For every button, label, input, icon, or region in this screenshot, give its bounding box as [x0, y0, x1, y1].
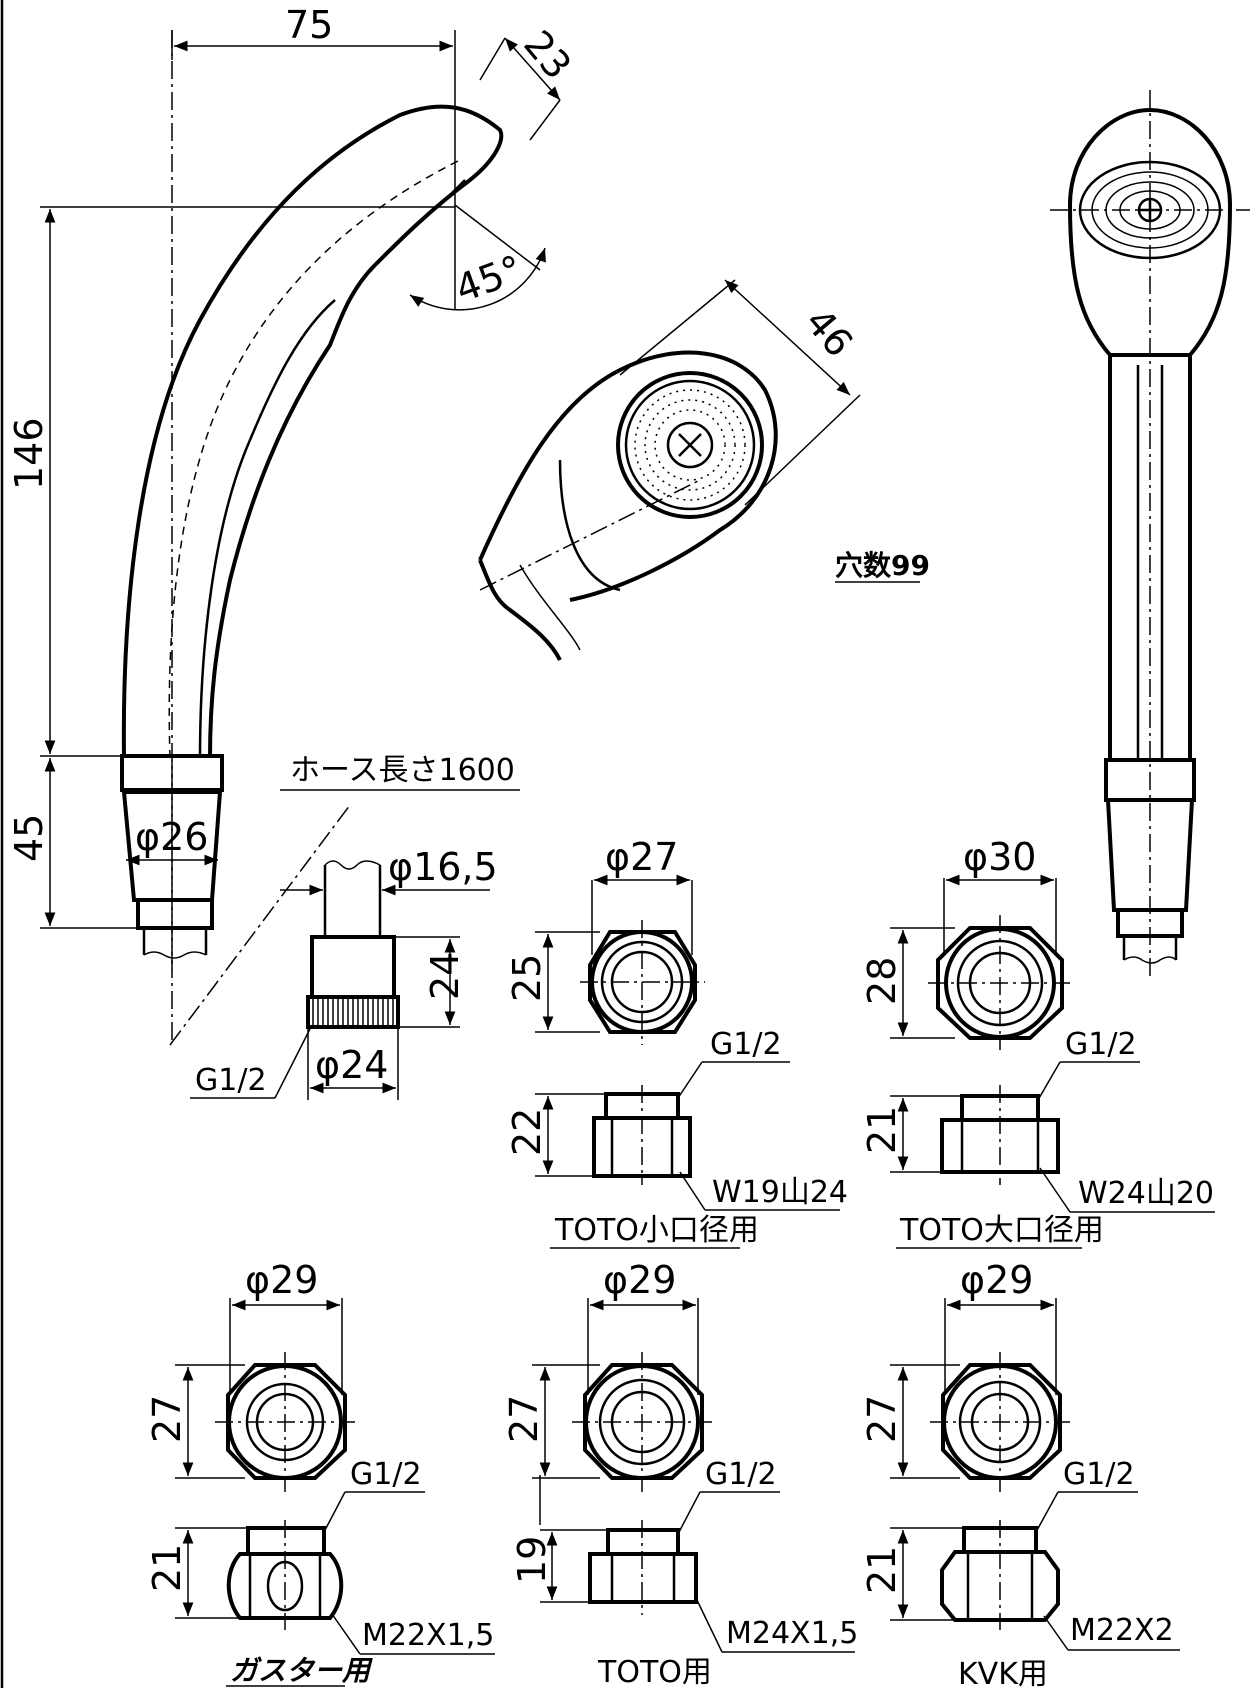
dim-24-label: 24	[423, 952, 467, 1000]
adapter-1-height-top: 25	[505, 954, 549, 1002]
dim-angle: 45°	[409, 204, 546, 311]
adapter-2-caption: TOTO大口径用	[899, 1213, 1104, 1248]
hose-length-note: ホース長さ1600	[280, 753, 520, 791]
adapter-2-height-top: 28	[860, 957, 904, 1005]
shower-side-view	[120, 30, 504, 1040]
dim-75-label: 75	[285, 3, 333, 47]
dim-body-length: 146	[7, 206, 455, 757]
adapter-5-caption: KVK用	[958, 1657, 1048, 1688]
adapter-toto-large: φ30 28 21 G1/2 W24山20 TOTO大口径用	[860, 835, 1215, 1249]
dim-head-depth: 23	[479, 22, 580, 141]
holes-note: 穴数99	[835, 549, 930, 583]
adapter-4-height-side: 19	[510, 1536, 554, 1584]
adapter-1-thread: G1/2	[710, 1027, 782, 1062]
adapter-4-dia: φ29	[603, 1258, 676, 1302]
dim-23-label: 23	[515, 22, 580, 87]
adapter-gastar: φ29 27 21 G1/2 M22X1,5 ガスター用	[145, 1258, 495, 1687]
adapter-3-height-top: 27	[145, 1395, 189, 1443]
adapter-2-dia: φ30	[963, 835, 1036, 879]
adapter-2-height-side: 21	[860, 1106, 904, 1154]
adapter-3-spec: M22X1,5	[362, 1618, 494, 1653]
dim-phi24-label: φ24	[315, 1043, 388, 1087]
dim-grip-dia: φ26	[126, 815, 218, 866]
adapter-1-dia: φ27	[605, 835, 678, 879]
adapter-5-height-side: 21	[860, 1546, 904, 1594]
dim-phi16-5-label: φ16,5	[388, 845, 498, 889]
adapter-5-spec: M22X2	[1070, 1613, 1174, 1648]
adapter-3-dia: φ29	[245, 1258, 318, 1302]
adapter-kvk: φ29 27 21 G1/2 M22X2 KVK用	[860, 1258, 1180, 1692]
adapter-1-spec: W19山24	[712, 1175, 848, 1210]
hose-nut-view: φ16,5 24 φ24 G1/2	[169, 804, 498, 1100]
adapter-toto-small: φ27 25 22 G1/2 W19山24 TOTO小口径用	[505, 835, 848, 1249]
nut-thread-label: G1/2	[195, 1063, 267, 1098]
adapter-5-thread: G1/2	[1063, 1457, 1135, 1492]
adapter-4-caption: TOTO用	[597, 1655, 712, 1688]
adapter-5-height-top: 27	[860, 1395, 904, 1443]
adapter-3-height-side: 21	[145, 1544, 189, 1592]
holes-count-label: 穴数99	[835, 549, 930, 582]
adapter-4-thread: G1/2	[705, 1457, 777, 1492]
adapter-2-thread: G1/2	[1065, 1027, 1137, 1062]
adapter-5-dia: φ29	[960, 1258, 1033, 1302]
adapter-1-caption: TOTO小口径用	[554, 1213, 759, 1248]
adapter-3-caption: ガスター用	[230, 1654, 373, 1687]
shower-front-view	[1050, 90, 1250, 980]
adapter-toto: φ29 27 19 G1/2 M24X1,5 TOTO用	[502, 1258, 858, 1690]
knurl-pattern	[312, 999, 394, 1025]
adapter-4-height-top: 27	[502, 1395, 546, 1443]
hose-length-label: ホース長さ1600	[290, 753, 515, 788]
dim-head-width: 75	[171, 3, 456, 205]
dim-grip-length: 45	[7, 758, 138, 929]
adapter-4-spec: M24X1,5	[726, 1616, 858, 1651]
dim-45-label: 45	[7, 814, 51, 862]
adapter-3-thread: G1/2	[350, 1457, 422, 1492]
adapter-2-spec: W24山20	[1078, 1176, 1214, 1211]
adapter-1-height-side: 22	[505, 1108, 549, 1156]
dim-phi26-label: φ26	[135, 815, 208, 859]
shower-face-view: 46	[478, 279, 861, 661]
dim-146-label: 146	[7, 417, 51, 490]
dim-45deg-label: 45°	[450, 247, 528, 311]
